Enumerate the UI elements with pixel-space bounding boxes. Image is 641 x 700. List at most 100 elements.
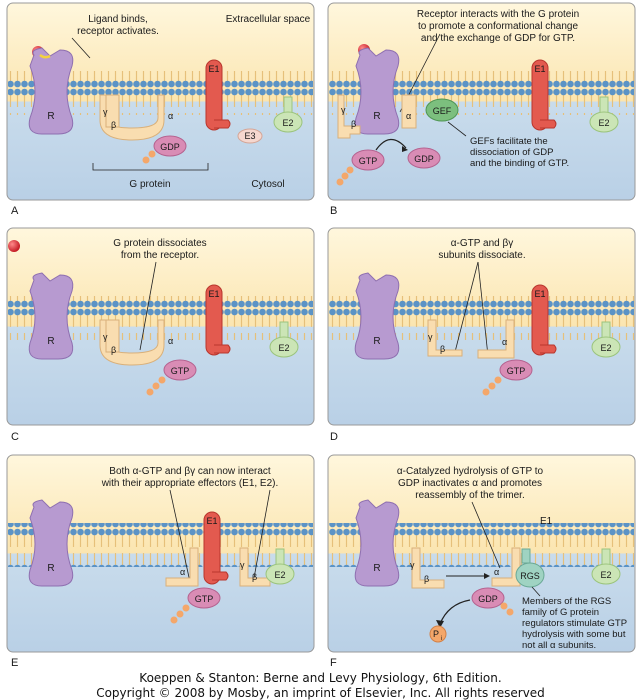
- panel-b: B Receptor interacts with the G protein …: [327, 2, 636, 217]
- phosphate-bead: [182, 604, 190, 612]
- effector-e2: [591, 336, 621, 358]
- nucleotide-gtp: [351, 149, 385, 171]
- g-protein-cycle-figure: A Ligand binds, receptor activates. Extr…: [6, 2, 636, 668]
- gamma-beta-subunit: [105, 94, 120, 128]
- receptor-label: R: [47, 111, 54, 122]
- effector-e1-tail: [214, 119, 231, 129]
- phosphate-bead: [148, 150, 156, 158]
- gtp-label: GTP: [195, 594, 214, 604]
- annotation-line: G protein dissociates: [113, 238, 206, 249]
- gamma-symbol: γ: [103, 332, 108, 342]
- e1-label: E1: [208, 289, 219, 299]
- phosphate-bead: [346, 166, 354, 174]
- pointer-line: [447, 121, 467, 137]
- effector-e3: [237, 128, 263, 144]
- g-protein-bracket: [92, 163, 209, 171]
- panel-letter: F: [330, 657, 337, 668]
- nucleotide-gtp: [499, 359, 533, 381]
- gdp-label: GDP: [160, 142, 180, 152]
- e2-label: E2: [600, 343, 611, 353]
- nucleotide-gtp: [187, 587, 221, 609]
- phosphate-bead: [341, 172, 349, 180]
- panel-e: E Both α-GTP and βγ can now interact wit…: [6, 454, 315, 668]
- panel-letter: C: [11, 431, 19, 443]
- annotation-line: Both α-GTP and βγ can now interact: [109, 466, 271, 477]
- inorganic-phosphate: [429, 625, 447, 643]
- phosphate-bead: [506, 608, 514, 616]
- phosphate-bead: [152, 382, 160, 390]
- alpha-symbol: α: [168, 336, 173, 346]
- e1-label: E1: [534, 289, 545, 299]
- phosphate-bead: [482, 388, 490, 396]
- receptor: [28, 272, 74, 360]
- gamma-beta-subunit: [411, 547, 445, 589]
- effector-e2-stalk: [601, 548, 611, 566]
- annotation-line: to promote a conformational change: [418, 21, 579, 32]
- e2-label: E2: [274, 570, 285, 580]
- phosphate-bead: [170, 616, 178, 624]
- panel-a: A Ligand binds, receptor activates. Extr…: [6, 2, 315, 217]
- nucleotide-gtp: [163, 359, 197, 381]
- alpha-symbol: α: [406, 111, 411, 121]
- effector-e2-stalk: [599, 96, 609, 114]
- effector-e1: [205, 284, 223, 356]
- alpha-symbol: α: [168, 111, 173, 121]
- gef-note-line: GEFs facilitate the: [470, 136, 548, 147]
- effector-e1-tail: [540, 344, 557, 354]
- credit-line: Koeppen & Stanton: Berne and Levy Physio…: [139, 671, 502, 685]
- e1-label: E1: [206, 516, 217, 526]
- e1-label: E1: [208, 64, 219, 74]
- gtp-label: GTP: [507, 366, 526, 376]
- ligand: [8, 240, 20, 252]
- nucleotide-gdp: [407, 147, 441, 169]
- alpha-subunit: [491, 547, 521, 587]
- gamma-symbol: γ: [428, 332, 433, 342]
- gamma-beta-subunit: [427, 319, 463, 357]
- receptor-highlight: [39, 53, 51, 59]
- gef-note-line: and the binding of GTP.: [470, 158, 569, 169]
- gef-note-line: dissociation of GDP: [470, 147, 553, 158]
- alpha-subunit: [401, 94, 417, 129]
- e1-label: E1: [534, 64, 545, 74]
- receptor-label: R: [47, 336, 54, 347]
- e2-label: E2: [282, 118, 293, 128]
- gef-label: GEF: [433, 106, 452, 116]
- alpha-subunit: [477, 319, 515, 359]
- e2-label: E2: [598, 118, 609, 128]
- gdp-label: GDP: [414, 154, 434, 164]
- gdp-label: GDP: [478, 594, 498, 604]
- receptor-label: R: [373, 111, 380, 122]
- exchange-arrow: [375, 138, 407, 151]
- annotation-line: from the receptor.: [121, 250, 199, 261]
- annotation-line: reassembly of the trimer.: [415, 490, 524, 501]
- phosphate-bead: [500, 602, 508, 610]
- annotation-line: Ligand binds,: [88, 14, 148, 25]
- annotation-line: subunits dissociate.: [438, 250, 525, 261]
- pointer-line: [454, 261, 479, 353]
- phosphate-bead: [146, 388, 154, 396]
- gamma-beta-subunit: [337, 94, 361, 139]
- gamma-symbol: γ: [341, 105, 346, 115]
- alpha-symbol: α: [502, 337, 507, 347]
- effector-e1: [203, 511, 221, 585]
- rgs-note-line: not all α subunits.: [522, 640, 596, 651]
- phosphate-bead: [488, 382, 496, 390]
- effector-e2: [269, 336, 299, 358]
- rgs-note-line: Members of the RGS: [522, 596, 611, 607]
- pointer-line: [139, 261, 157, 351]
- e3-label: E3: [244, 131, 255, 141]
- receptor: [28, 499, 74, 587]
- panel-c: C G protein dissociates from the recepto…: [6, 227, 315, 443]
- effector-e2: [591, 563, 621, 585]
- effector-e2-stalk: [283, 96, 293, 114]
- annotation-line: Receptor interacts with the G protein: [417, 9, 579, 20]
- gtp-label: GTP: [359, 156, 378, 166]
- rgs-label: RGS: [520, 571, 540, 581]
- panel-letter: A: [11, 205, 19, 217]
- extracellular-label: Extracellular space: [226, 14, 311, 25]
- effector-e1-tail: [212, 571, 229, 581]
- gamma-symbol: γ: [240, 560, 245, 570]
- phosphate-bead: [158, 376, 166, 384]
- annotation-line: α-GTP and βγ: [451, 238, 513, 249]
- copyright-line: Copyright © 2008 by Mosby, an imprint of…: [96, 686, 545, 700]
